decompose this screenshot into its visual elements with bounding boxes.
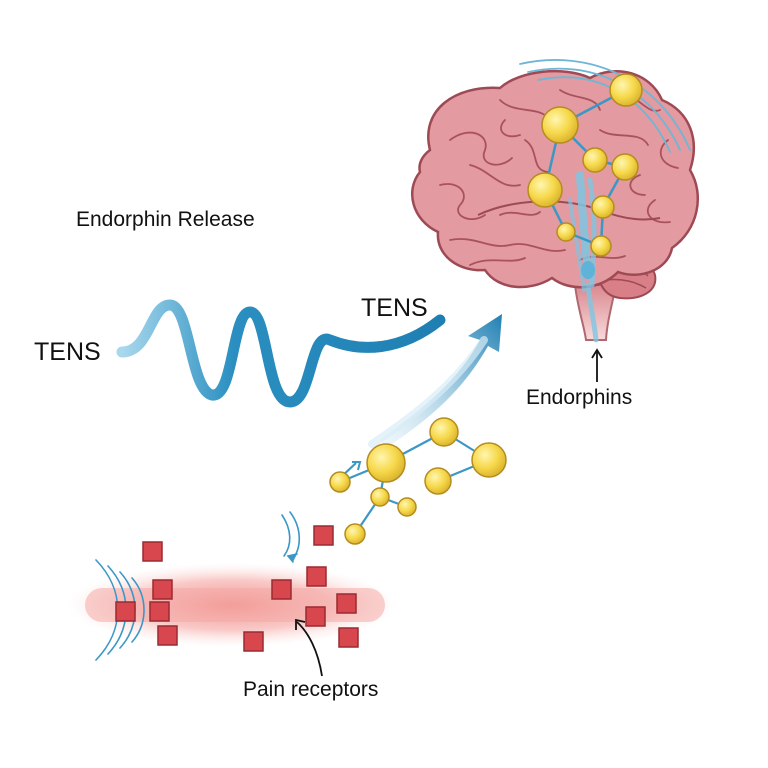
endorphin-molecule-icon [424,467,452,495]
pain-receptor-icon [336,593,357,614]
brain-endorphins [527,73,643,257]
pain-receptor-icon [306,566,327,587]
tens-wave-icon [116,299,446,408]
rising-endorphins [329,417,507,545]
endorphin-molecule-icon [344,523,366,545]
diagram-title: Endorphin Release [76,208,255,231]
endorphin-molecule-icon [582,147,608,173]
endorphin-molecule-icon [366,443,406,483]
pain-receptor-icon [338,627,359,648]
pain-receptor-icon [142,541,163,562]
endorphins-label: Endorphins [526,386,633,409]
pain-receptor-icon [152,579,173,600]
pain-receptors [115,525,359,652]
endorphin-molecule-icon [397,497,417,517]
pain-receptor-icon [115,601,136,622]
pain-receptor-icon [149,601,170,622]
pain-receptor-icon [271,579,292,600]
pain-receptor-icon [243,631,264,652]
pain-receptors-label: Pain receptors [243,678,379,701]
pain-receptor-icon [157,625,178,646]
pain-receptor-icon [313,525,334,546]
pain-pointer-arrow [295,618,323,677]
endorphin-molecule-icon [591,195,615,219]
pain-receptor-icon [305,606,326,627]
tens-label-mid: TENS [361,294,428,322]
endorphin-molecule-icon [590,235,612,257]
endorphin-molecule-icon [609,73,643,107]
endorphin-molecule-icon [471,442,507,478]
pathway-node [581,261,595,279]
endorphin-molecule-icon [429,417,459,447]
endorphin-molecule-icon [611,153,639,181]
endorphin-molecule-icon [541,106,579,144]
endorphin-molecule-icon [556,222,576,242]
endorphin-molecule-icon [527,172,563,208]
tens-label-left: TENS [34,338,101,366]
endorphin-molecule-icon [370,487,390,507]
receptor-signal-arcs [281,511,301,563]
endorphin-molecule-icon [329,471,351,493]
rising-molecule-links [339,431,490,535]
endorphins-pointer-arrow [591,348,603,382]
